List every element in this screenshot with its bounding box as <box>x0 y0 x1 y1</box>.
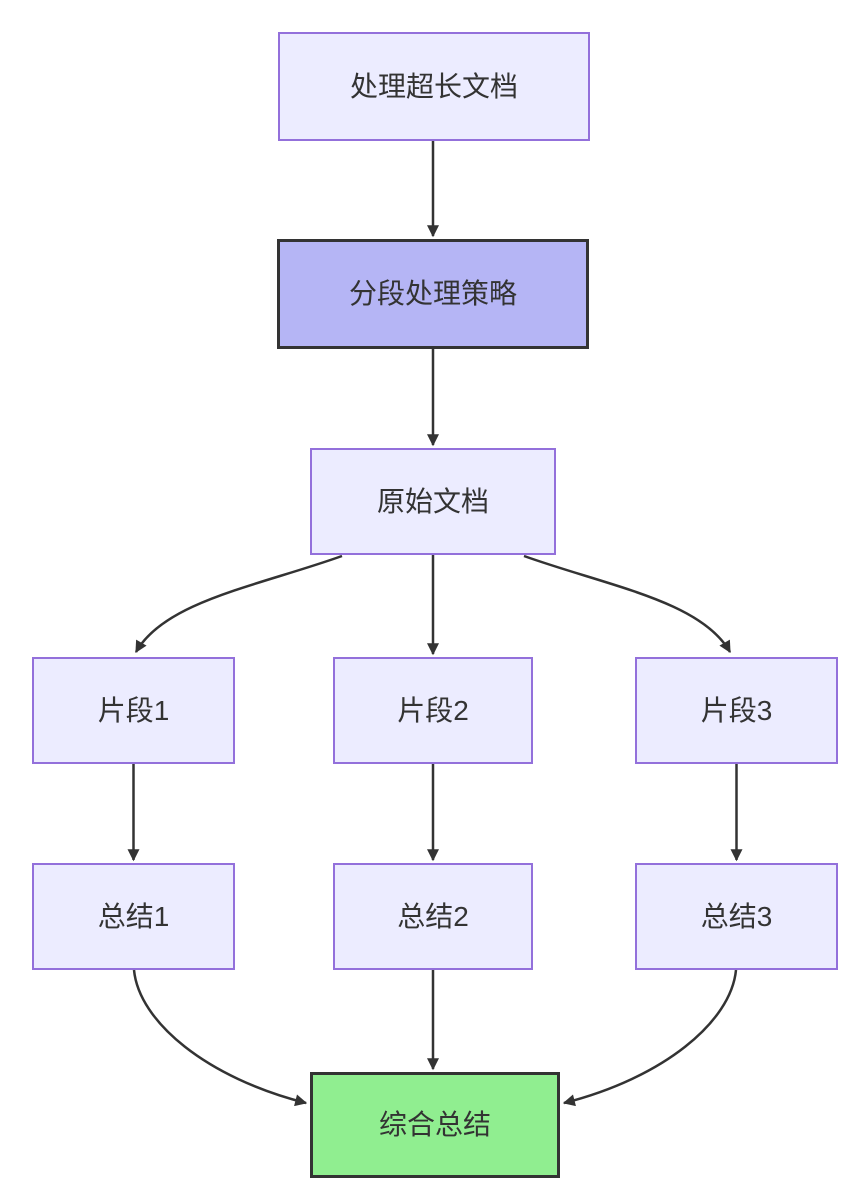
edge-doc-seg1 <box>134 554 343 654</box>
node-label: 原始文档 <box>376 485 489 517</box>
edge-doc-seg3 <box>523 554 732 654</box>
node-label: 综合总结 <box>378 1109 491 1141</box>
node-summary-1: 总结1 <box>32 863 235 970</box>
node-segment-2: 片段2 <box>333 657 533 764</box>
node-segment-1: 片段1 <box>32 657 235 764</box>
node-label: 分段处理策略 <box>348 278 517 310</box>
node-summary-2: 总结2 <box>333 863 533 970</box>
edge-sum1-final <box>132 969 308 1107</box>
node-label: 总结3 <box>700 900 773 932</box>
node-label: 片段2 <box>397 694 469 726</box>
node-combined-summary: 综合总结 <box>310 1072 560 1178</box>
node-label: 处理超长文档 <box>349 70 518 102</box>
node-summary-3: 总结3 <box>635 863 838 970</box>
edge-sum3-final <box>562 969 738 1107</box>
node-original-doc: 原始文档 <box>310 448 556 555</box>
node-label: 片段3 <box>700 694 773 726</box>
node-segment-3: 片段3 <box>635 657 838 764</box>
node-label: 总结2 <box>397 900 469 932</box>
node-label: 总结1 <box>97 900 170 932</box>
node-label: 片段1 <box>97 694 170 726</box>
node-segment-strategy: 分段处理策略 <box>277 239 589 349</box>
node-process-long-doc: 处理超长文档 <box>278 32 590 141</box>
